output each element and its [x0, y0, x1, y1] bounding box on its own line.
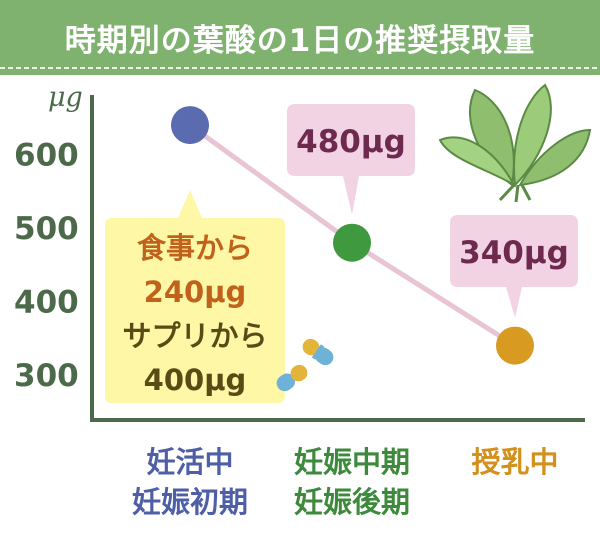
y-tick-label: 500 [14, 211, 79, 247]
chart-axes [90, 95, 585, 422]
callout-text: サプリから [122, 319, 267, 353]
callout-text: 食事から [137, 231, 253, 265]
callout-supplement: 食事から 240μg サプリから 400μg [105, 190, 285, 403]
callout-text: 240μg [144, 275, 247, 309]
callout-340μg: 340μg [450, 215, 578, 318]
callout-box [450, 215, 578, 318]
y-tick-label: 600 [14, 138, 79, 174]
data-point [171, 106, 209, 145]
x-category-label: 妊活中 [146, 445, 233, 479]
data-point [333, 223, 371, 262]
data-point [496, 326, 534, 365]
spinach-icon [438, 83, 592, 203]
y-tick-label: 300 [14, 358, 79, 394]
x-category-label: 妊娠初期 [132, 485, 248, 519]
callout-text: 480μg [296, 124, 406, 160]
chart-title-banner: 時期別の葉酸の1日の推奨摂取量 [0, 0, 600, 75]
x-category-label: 授乳中 [471, 445, 558, 479]
capsule-icon [276, 338, 334, 392]
callout-text: 340μg [459, 235, 569, 271]
x-category-label: 妊娠後期 [294, 485, 410, 519]
callout-box [105, 190, 285, 403]
callout-480μg: 480μg [287, 104, 415, 215]
callout-box [287, 104, 415, 215]
y-tick-label: 400 [14, 285, 79, 321]
y-axis-unit: μg [48, 82, 83, 113]
chart-title: 時期別の葉酸の1日の推奨摂取量 [64, 23, 536, 59]
x-category-label: 妊娠中期 [294, 445, 410, 479]
callout-text: 400μg [144, 363, 247, 397]
